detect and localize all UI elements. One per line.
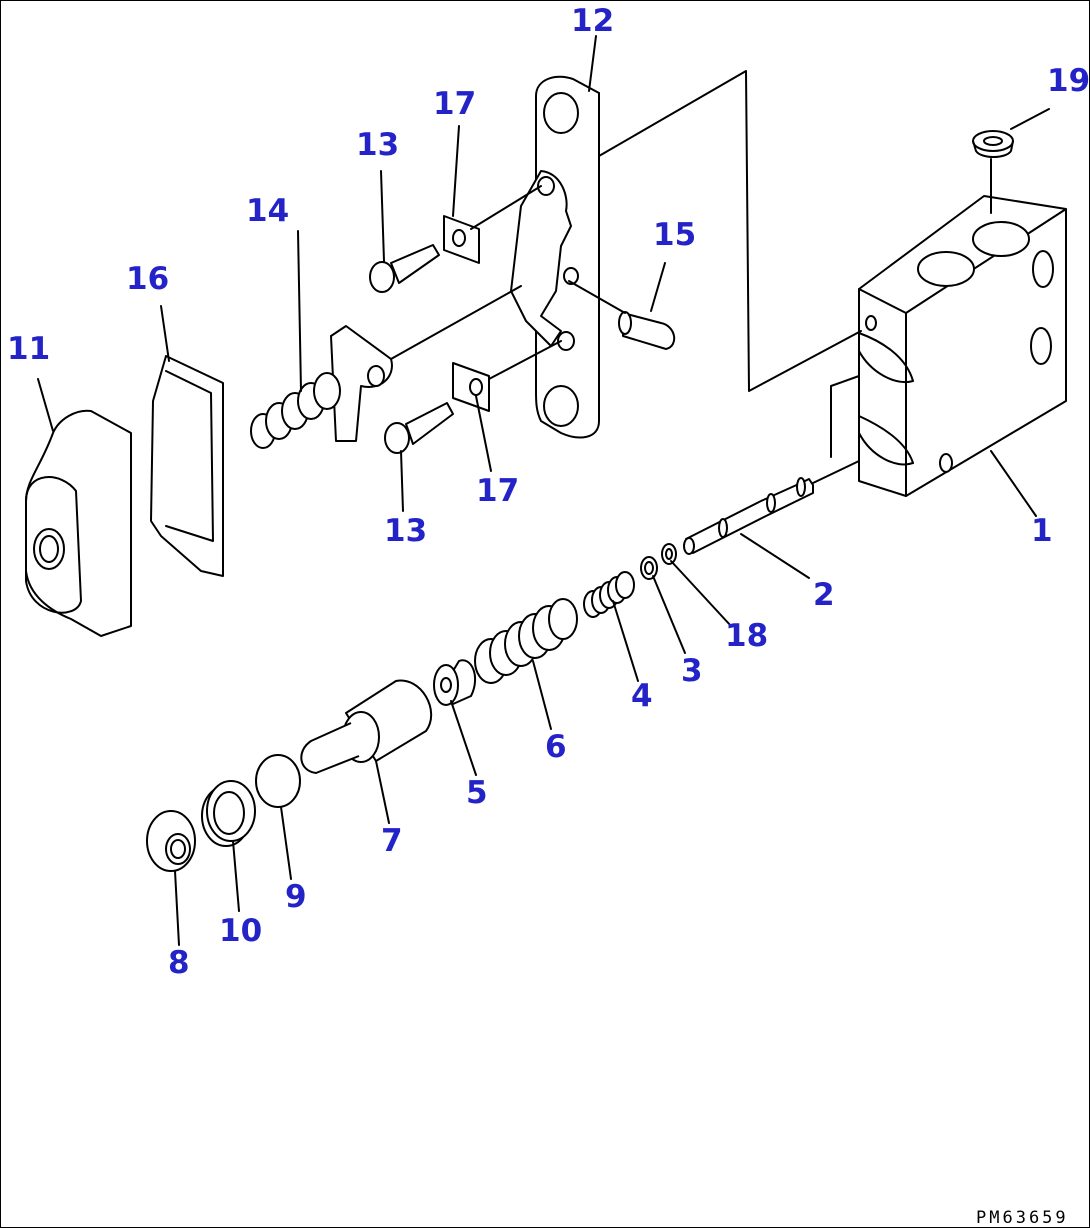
part-3-ring xyxy=(640,556,658,580)
leader-lines xyxy=(37,35,1050,946)
label-5: 5 xyxy=(466,775,488,811)
reference-code: PM63659 xyxy=(976,1208,1069,1228)
label-17a: 17 xyxy=(433,86,476,122)
part-13-bolt-upper xyxy=(369,244,440,293)
label-19: 19 xyxy=(1047,63,1090,99)
label-10: 10 xyxy=(219,913,262,949)
label-11: 11 xyxy=(7,331,50,367)
label-13b: 13 xyxy=(384,513,427,549)
part-4-spring xyxy=(583,571,635,618)
callout-numbers: 1 2 3 4 5 6 7 8 9 10 11 12 13 13 14 15 1… xyxy=(7,3,1090,981)
part-9-oring xyxy=(255,754,301,808)
label-3: 3 xyxy=(681,653,703,689)
label-16: 16 xyxy=(126,261,169,297)
part-5-seat xyxy=(433,659,477,706)
label-6: 6 xyxy=(545,729,567,765)
part-17-washer-lower xyxy=(452,362,490,412)
label-4: 4 xyxy=(631,678,653,714)
assembly-lines xyxy=(390,70,862,458)
part-7-piston xyxy=(300,679,433,774)
label-14: 14 xyxy=(246,193,289,229)
label-9: 9 xyxy=(285,879,307,915)
part-8-seal xyxy=(146,810,196,872)
part-12-link-bracket xyxy=(510,170,579,351)
part-19-plug xyxy=(972,130,1014,214)
part-11-cover xyxy=(25,409,132,637)
part-17-washer-upper xyxy=(443,215,480,264)
part-6-spring xyxy=(474,598,578,684)
part-12-lever-plate xyxy=(535,75,600,439)
part-1-valve-body xyxy=(858,195,1067,497)
part-15-pin xyxy=(618,311,676,350)
label-15: 15 xyxy=(653,217,696,253)
label-12: 12 xyxy=(571,3,614,39)
label-18: 18 xyxy=(725,618,768,654)
part-14-lever xyxy=(250,325,393,449)
label-13a: 13 xyxy=(356,127,399,163)
label-8: 8 xyxy=(168,945,190,981)
part-2-spool xyxy=(683,460,860,555)
part-16-gasket xyxy=(150,355,224,577)
label-1: 1 xyxy=(1031,513,1053,549)
label-17b: 17 xyxy=(476,473,519,509)
label-7: 7 xyxy=(381,823,403,859)
part-13-bolt-lower xyxy=(384,402,454,454)
label-2: 2 xyxy=(813,577,835,613)
part-18-ring xyxy=(661,543,677,565)
part-10-ring xyxy=(201,780,256,847)
